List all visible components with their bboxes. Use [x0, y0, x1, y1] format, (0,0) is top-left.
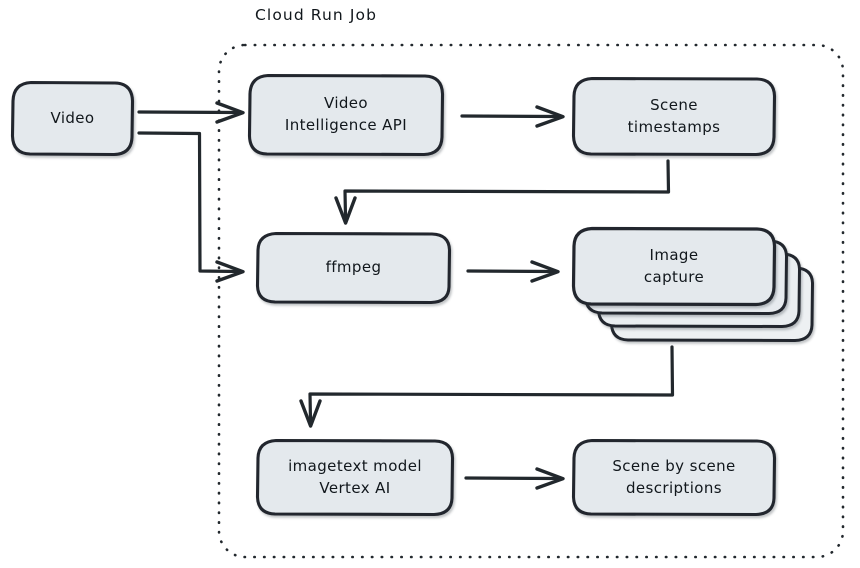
edge-image-capture-to-imagetext-model [299, 345, 675, 428]
node-scene-timestamps[interactable] [571, 76, 777, 157]
cloud-run-job-group-title: Cloud Run Job [255, 6, 378, 24]
edge-scene-timestamps-to-ffmpeg [334, 159, 671, 225]
node-image-capture[interactable] [571, 226, 814, 342]
edge-imagetext-model-to-scene-descriptions [464, 467, 565, 490]
node-scene-by-scene-descriptions[interactable] [571, 438, 777, 517]
edge-video-to-ffmpeg [137, 131, 245, 283]
node-ffmpeg[interactable] [255, 231, 452, 305]
node-video[interactable] [10, 80, 135, 157]
edge-ffmpeg-to-image-capture [466, 260, 560, 283]
edge-video-to-video-intelligence-api [137, 101, 245, 124]
cloud-run-job-group-border [217, 43, 845, 559]
edge-video-intelligence-api-to-scene-timestamps [460, 105, 565, 128]
node-imagetext-model-vertex-ai[interactable] [255, 438, 455, 517]
image-capture-card-front [571, 226, 777, 307]
node-video-intelligence-api[interactable] [247, 73, 445, 157]
